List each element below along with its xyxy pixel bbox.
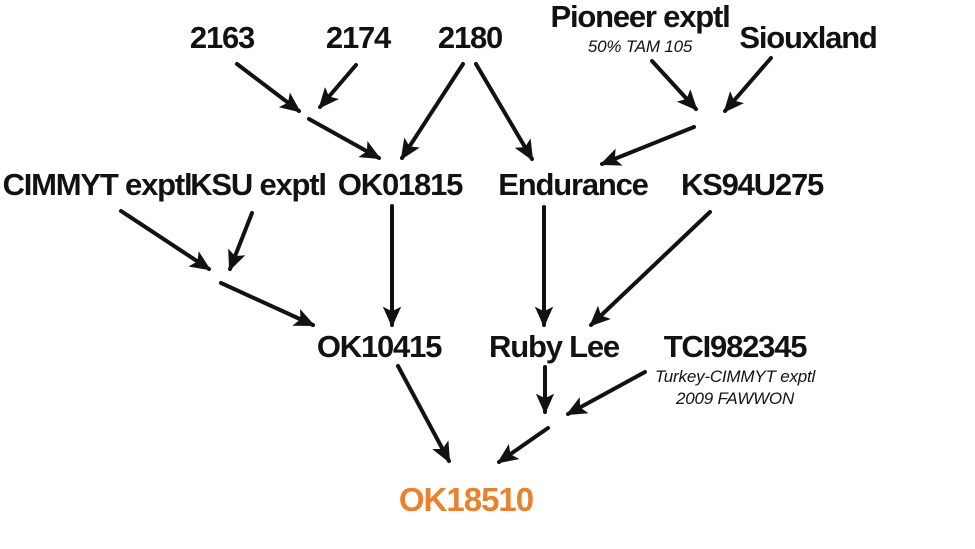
arrow-2174-to-junction xyxy=(318,63,358,109)
node-ok10415-label: OK10415 xyxy=(316,329,443,364)
node-tci982345-sublabel-1: Turkey-CIMMYT exptl xyxy=(654,366,816,386)
node-pioneer-exptl-sublabel: 50% TAM 105 xyxy=(587,36,693,56)
arrow-junction-to-ok01815 xyxy=(307,117,382,160)
node-tci982345: TCI982345 Turkey-CIMMYT exptl 2009 FAWWO… xyxy=(654,329,816,410)
arrow-junction-to-ok10415 xyxy=(219,281,316,327)
node-2180-label: 2180 xyxy=(437,20,503,55)
arrow-junction-to-ok18510 xyxy=(497,426,550,464)
arrow-2180-to-ok01815 xyxy=(400,62,465,161)
node-2174-label: 2174 xyxy=(325,20,391,55)
arrow-ks94u275-to-rubylee xyxy=(589,210,712,327)
node-ks94u275: KS94U275 xyxy=(680,167,824,202)
arrow-junction-to-endurance xyxy=(599,125,696,166)
node-ok01815-label: OK01815 xyxy=(337,167,464,202)
arrow-tci982345-to-junction xyxy=(565,370,647,416)
node-ok01815: OK01815 xyxy=(337,167,464,202)
node-2163-label: 2163 xyxy=(189,20,255,55)
node-2174: 2174 xyxy=(325,20,391,55)
node-ks94u275-label: KS94U275 xyxy=(680,167,824,202)
node-ok18510-label: OK18510 xyxy=(398,481,534,518)
node-ksu-exptl: KSU exptl xyxy=(190,167,327,202)
node-siouxland-label: Siouxland xyxy=(739,20,878,55)
node-cimmyt-exptl-label: CIMMYT exptl xyxy=(2,167,193,202)
node-tci982345-sublabel-2: 2009 FAWWON xyxy=(675,388,795,408)
arrow-ok10415-to-ok18510 xyxy=(396,364,451,464)
arrow-2163-to-junction xyxy=(235,62,301,113)
node-pioneer-exptl: Pioneer exptl 50% TAM 105 xyxy=(550,0,730,58)
node-tci982345-label: TCI982345 xyxy=(663,329,808,364)
node-pioneer-exptl-label: Pioneer exptl xyxy=(550,0,730,34)
node-ok18510: OK18510 xyxy=(398,481,534,518)
node-ksu-exptl-label: KSU exptl xyxy=(190,167,327,202)
arrow-siouxland-to-junction xyxy=(723,56,773,113)
arrow-pioneer-to-junction xyxy=(650,59,698,111)
node-siouxland: Siouxland xyxy=(739,20,878,55)
node-endurance-label: Endurance xyxy=(498,167,649,202)
node-endurance: Endurance xyxy=(498,167,649,202)
node-ruby-lee: Ruby Lee xyxy=(489,329,620,364)
node-cimmyt-exptl: CIMMYT exptl xyxy=(2,167,193,202)
node-ruby-lee-label: Ruby Lee xyxy=(489,329,620,364)
arrow-2180-to-endurance xyxy=(474,62,534,162)
node-2180: 2180 xyxy=(437,20,503,55)
node-2163: 2163 xyxy=(189,20,255,55)
node-ok10415: OK10415 xyxy=(316,329,443,364)
arrow-cimmyt-to-junction xyxy=(119,209,212,271)
arrow-ksu-to-junction xyxy=(228,211,254,272)
